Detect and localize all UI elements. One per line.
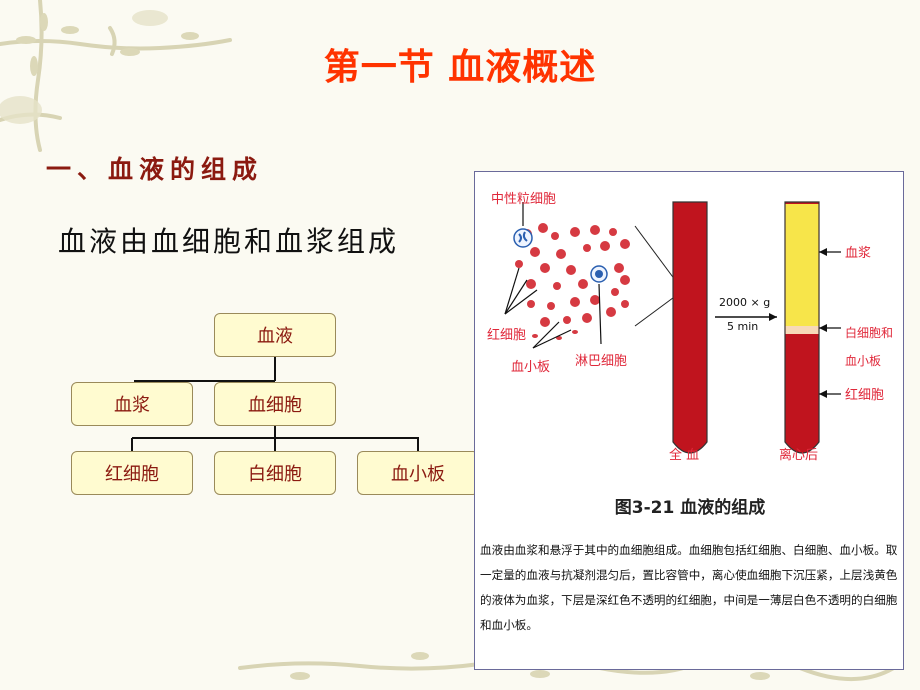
label-wbc-platelet: 白细胞和 xyxy=(845,326,894,340)
label-rbc-layer: 红细胞 xyxy=(845,388,885,403)
slide-subtitle: 血液由血细胞和血浆组成 xyxy=(58,225,400,258)
label-neutrophil: 中性粒细胞 xyxy=(491,192,557,207)
slide-title: 第一节 血液概述 xyxy=(323,47,597,88)
figure-panel: 中性粒细胞 红细胞 血小板 淋巴细胞 2000 × g 5 min 全 血 离心… xyxy=(474,171,904,670)
label-platelet: 血小板 xyxy=(511,360,551,375)
label-plasma: 血浆 xyxy=(845,246,872,261)
figure-caption: 图3-21 血液的组成 xyxy=(614,498,766,518)
tree-connectors xyxy=(131,357,419,452)
tree-node-platelets: 血小板 xyxy=(357,451,479,495)
blood-composition-figure xyxy=(504,201,841,454)
label-whole-blood: 全 血 xyxy=(669,448,700,463)
label-lymphocyte: 淋巴细胞 xyxy=(575,354,628,369)
label-centrifuge-speed: 2000 × g xyxy=(719,296,771,309)
section-heading: 一、血液的组成 xyxy=(46,155,264,184)
label-after-centrifuge: 离心后 xyxy=(779,448,819,463)
whole-blood-tube xyxy=(672,201,708,454)
tree-node-white-cells: 白细胞 xyxy=(214,451,336,495)
label-centrifuge-time: 5 min xyxy=(727,320,759,333)
label-rbc: 红细胞 xyxy=(487,328,527,343)
figure-description: 血液由血浆和悬浮于其中的血细胞组成。血细胞包括红细胞、白细胞、血小板。取一定量的… xyxy=(480,543,898,632)
tree-node-blood: 血液 xyxy=(214,313,336,357)
tree-node-blood-cells: 血细胞 xyxy=(214,382,336,426)
neutrophil-cell xyxy=(513,228,533,248)
tree-node-red-cells: 红细胞 xyxy=(71,451,193,495)
tree-node-plasma: 血浆 xyxy=(71,382,193,426)
label-wbc-platelet-2: 血小板 xyxy=(845,354,882,368)
